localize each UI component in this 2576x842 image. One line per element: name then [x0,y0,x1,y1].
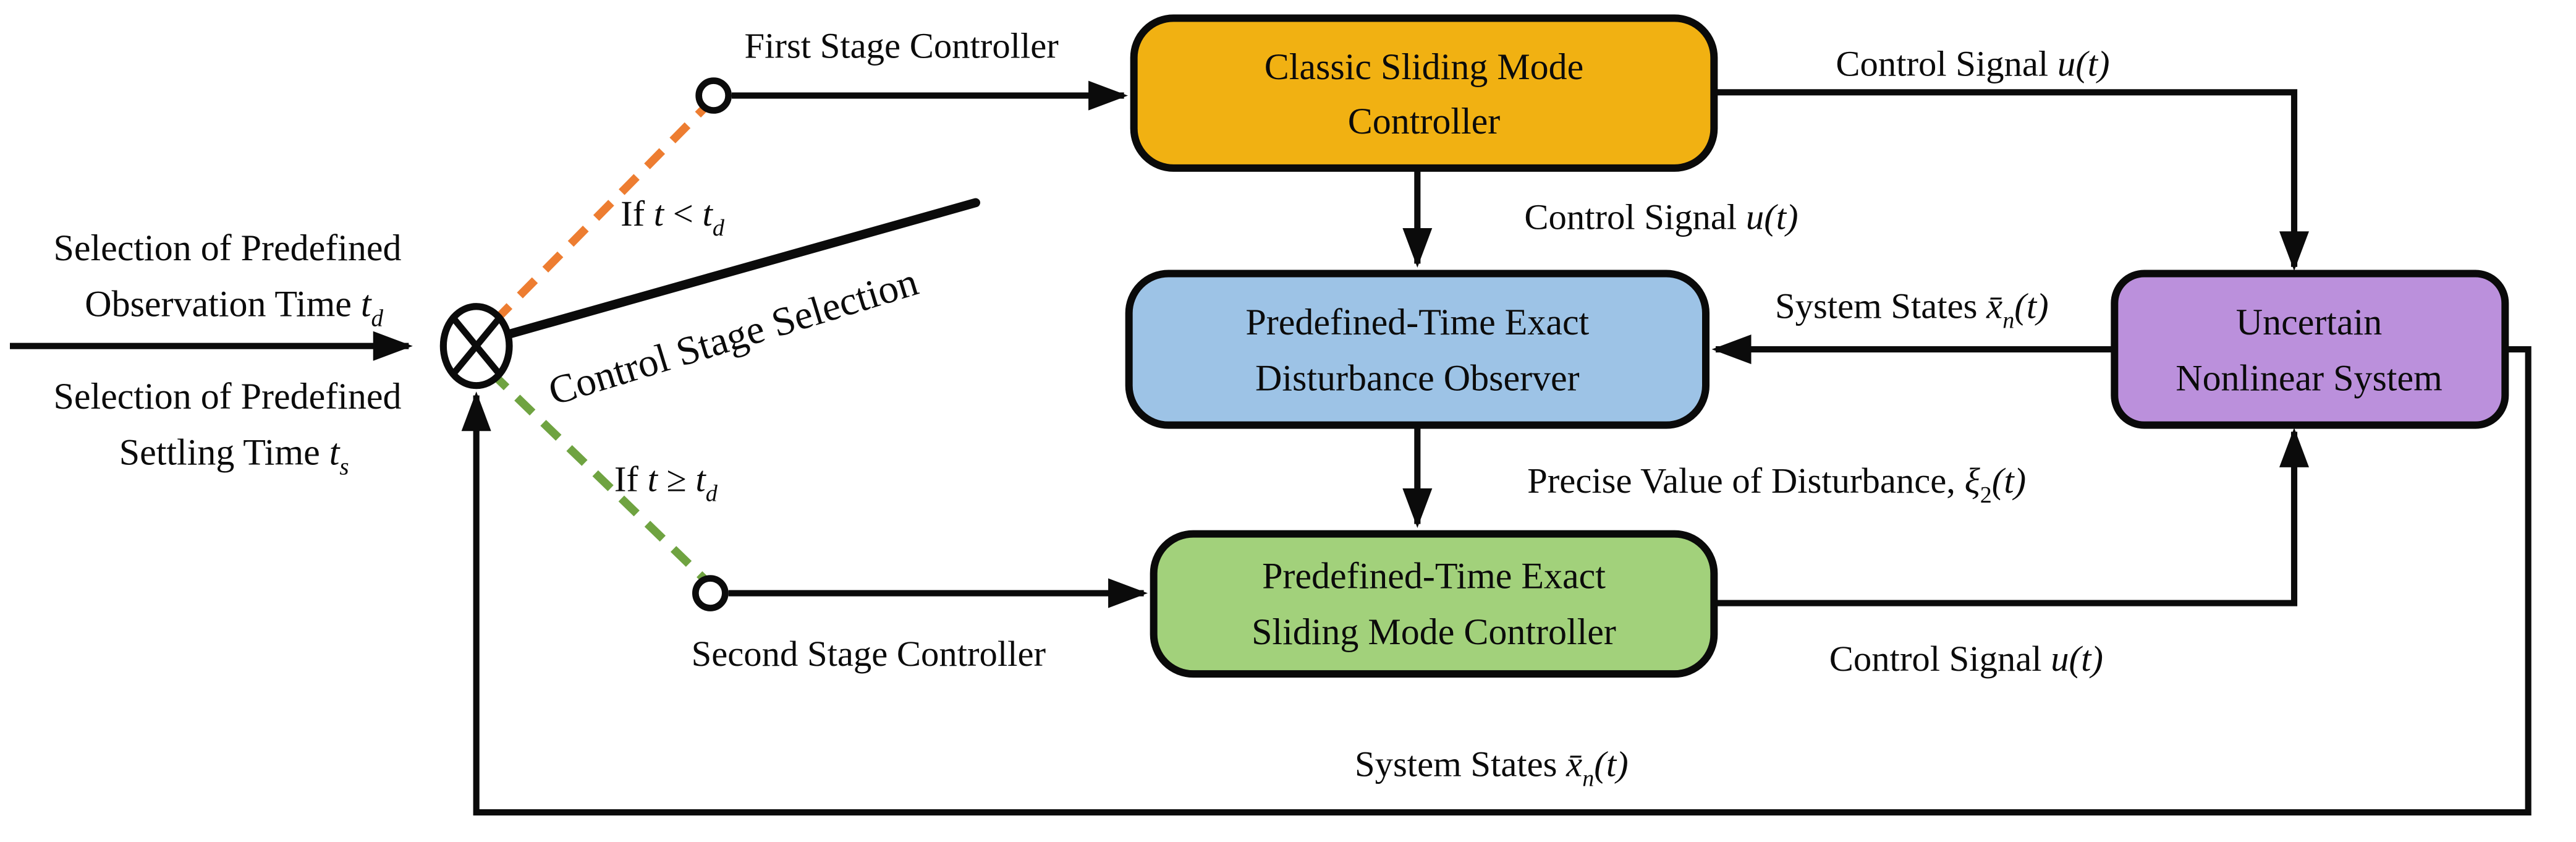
control-signal-bottom-label: Control Signal u(t) [1829,639,2103,679]
block-disturbance-observer: Predefined-Time Exact Disturbance Observ… [1125,270,1710,429]
system-states-mid-label: System States x̄n(t) [1775,286,2049,333]
second-stage-condition-label: If t ≥ td [614,459,718,506]
disturbance-value-label: Precise Value of Disturbance, ξ2(t) [1527,461,2026,508]
settling-label-line2: Settling Time ts [119,432,349,480]
observer-label-line2: Disturbance Observer [1255,358,1580,399]
first-stage-contact-node [695,77,732,114]
classic-smc-label-line1: Classic Sliding Mode [1265,46,1584,87]
classic-smc-label-line2: Controller [1348,101,1501,142]
observer-label-line1: Predefined-Time Exact [1245,302,1589,342]
first-stage-controller-label: First Stage Controller [745,25,1059,66]
second-stage-controller-label: Second Stage Controller [692,634,1046,674]
observer-box [1125,270,1710,429]
second-stage-contact-node [692,575,729,611]
settling-time-input-label: Selection of Predefined Settling Time ts [54,376,402,480]
switch-lever-line [491,198,980,342]
control-signal-mid-label: Control Signal u(t) [1524,197,1798,237]
plant-label-line2: Nonlinear System [2176,358,2442,399]
predefined-smc-label-line2: Sliding Mode Controller [1252,611,1616,652]
classic-to-plant-arrow [1714,89,2309,271]
block-classic-sliding-mode-controller: Classic Sliding Mode Controller [1130,14,1718,172]
predefined-smc-label-line1: Predefined-Time Exact [1262,556,1606,597]
feedback-loop-line [461,346,2532,816]
block-uncertain-nonlinear-system: Uncertain Nonlinear System [2111,270,2509,429]
second-stage-dashed-link [488,369,707,582]
observation-label-line2: Observation Time td [85,284,383,332]
settling-label-line1: Selection of Predefined [54,376,402,417]
system-states-feedback-label: System States x̄n(t) [1355,744,1629,791]
block-predefined-time-smc: Predefined-Time Exact Sliding Mode Contr… [1150,530,1718,678]
first-stage-dashed-link [491,104,709,325]
observation-time-input-label: Selection of Predefined Observation Time… [54,228,402,332]
plant-label-line1: Uncertain [2236,302,2382,342]
observation-label-line1: Selection of Predefined [54,228,402,268]
control-signal-top-label: Control Signal u(t) [1836,44,2109,84]
classic-smc-box [1130,14,1718,172]
control-stage-selection-label: Control Stage Selection [543,260,923,414]
predefined-smc-box [1150,530,1718,678]
smc-to-plant-arrow [1714,427,2309,606]
plant-box [2111,270,2509,429]
switch-junction-symbol [439,303,513,389]
first-stage-condition-label: If t < td [621,193,725,241]
